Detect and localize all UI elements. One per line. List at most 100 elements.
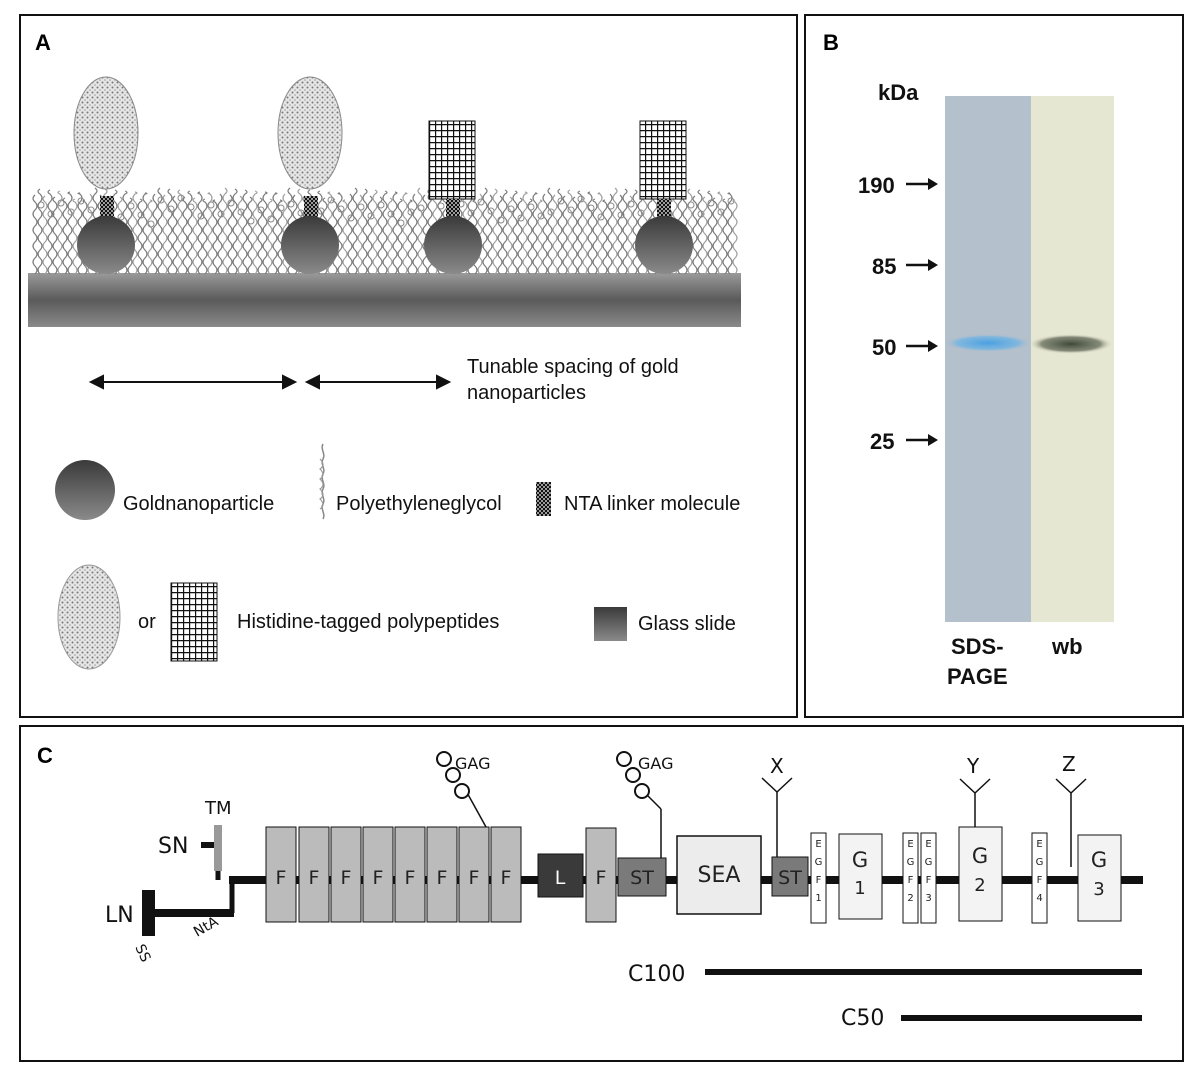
legend-his-label: Histidine-tagged polypeptides (237, 611, 499, 633)
peg-coil-loop (727, 197, 735, 205)
marker-190-label: 190 (858, 173, 895, 198)
gag-label-2: GAG (638, 754, 673, 773)
legend-or-label: or (138, 611, 156, 633)
peg-chain (32, 194, 38, 275)
g2-number: 2 (974, 875, 985, 896)
peg-coil-loop (147, 220, 155, 228)
f-domain-7-label: F (469, 867, 480, 889)
f-domain-5-label: F (405, 867, 416, 889)
f-domain-5 (394, 826, 426, 923)
peg-chain (222, 187, 228, 275)
peg-chain (487, 194, 493, 275)
peg-chain (167, 188, 173, 275)
panel-c-label: C (37, 743, 53, 768)
histidine-polypeptide-grid (639, 120, 687, 200)
glycan-y-label: Y (966, 754, 980, 778)
peg-chain (187, 190, 193, 275)
spacing-arrow-right (304, 374, 452, 390)
sugar-icon (454, 783, 470, 799)
peg-coil-loop (127, 202, 135, 210)
peg-chain (352, 187, 358, 275)
gag-label-1: GAG (455, 754, 490, 773)
peg-chain (557, 188, 563, 275)
peg-chain (717, 191, 723, 275)
sugar-icon (445, 767, 461, 783)
construct-4 (635, 120, 693, 274)
f-domain-4-label: F (373, 867, 384, 889)
marker-25-label: 25 (870, 429, 894, 454)
histidine-polypeptide-ellipse (277, 76, 343, 190)
g2-letter: G (972, 844, 988, 868)
sds-band (944, 334, 1032, 352)
peg-chain (402, 192, 408, 275)
peg-chain (152, 193, 158, 275)
peg-coil-loop (137, 211, 145, 219)
g3-letter: G (1091, 848, 1107, 872)
sugar-icon (625, 767, 641, 783)
nta-linker (100, 196, 114, 218)
peg-coil-loop (507, 205, 515, 213)
peg-chain (217, 193, 223, 275)
peg-chain (72, 198, 78, 275)
marker-50: 50 (872, 335, 938, 360)
peg-chain (247, 196, 253, 275)
peg-chain (392, 191, 398, 275)
f-domain-3-label: F (341, 867, 352, 889)
peg-chain (382, 190, 388, 275)
nta-linker (446, 199, 460, 219)
arrow-icon (928, 178, 938, 190)
peg-chain (492, 188, 498, 275)
n-terminus: TM SN LN SS NtA (105, 798, 235, 965)
glycan-x: X (761, 754, 793, 857)
peg-coil-loop (387, 210, 395, 218)
f-domain-2 (298, 826, 330, 923)
f-domain-6-label: F (437, 867, 448, 889)
panel-a-label: A (35, 30, 51, 55)
marker-190: 190 (858, 173, 938, 198)
peg-chain (252, 190, 258, 275)
peg-chain (407, 199, 413, 275)
legend-ellipse-icon (57, 564, 121, 670)
peg-coil-loop (527, 203, 535, 211)
peg-brush-layer (32, 187, 738, 275)
panel-b-label: B (823, 30, 839, 55)
f-domain-8-label: F (501, 867, 512, 889)
peg-chain (417, 187, 423, 275)
peg-chain (182, 196, 188, 275)
marker-85-label: 85 (872, 254, 896, 279)
histidine-polypeptide-grid (428, 120, 476, 200)
gold-nanoparticle (281, 216, 339, 274)
peg-chain (177, 189, 183, 275)
peg-coil-loop (607, 202, 615, 210)
panel-b-gel: B kDa 190 85 50 25 SDS- PAGE wb (823, 30, 1114, 689)
peg-chain (357, 194, 363, 275)
peg-coil-loop (77, 197, 85, 205)
peg-chain (732, 199, 738, 275)
lane1-label-line2: PAGE (947, 664, 1008, 689)
g1-number: 1 (854, 878, 865, 899)
peg-chain (397, 198, 403, 275)
f-domain-6 (426, 826, 458, 923)
peg-chain (267, 198, 273, 275)
peg-chain (707, 190, 713, 275)
marker-85: 85 (872, 254, 938, 279)
sds-page-lane (945, 96, 1031, 622)
peg-chain (202, 198, 208, 275)
construct-1 (73, 76, 139, 274)
legend-gold-icon (55, 460, 115, 520)
peg-coil-loop (417, 204, 425, 212)
branch-icon (959, 778, 991, 795)
peg-chain (617, 194, 623, 275)
peg-coil-loop (57, 199, 65, 207)
peg-chain (702, 196, 708, 275)
peg-coil-loop (377, 201, 385, 209)
gold-nanoparticle (635, 216, 693, 274)
marker-50-label: 50 (872, 335, 896, 360)
branch-icon (1055, 778, 1087, 795)
peg-coil-loop (707, 199, 715, 207)
f-domain-9 (585, 827, 617, 923)
branch-icon (761, 777, 793, 794)
peg-chain (477, 193, 483, 275)
